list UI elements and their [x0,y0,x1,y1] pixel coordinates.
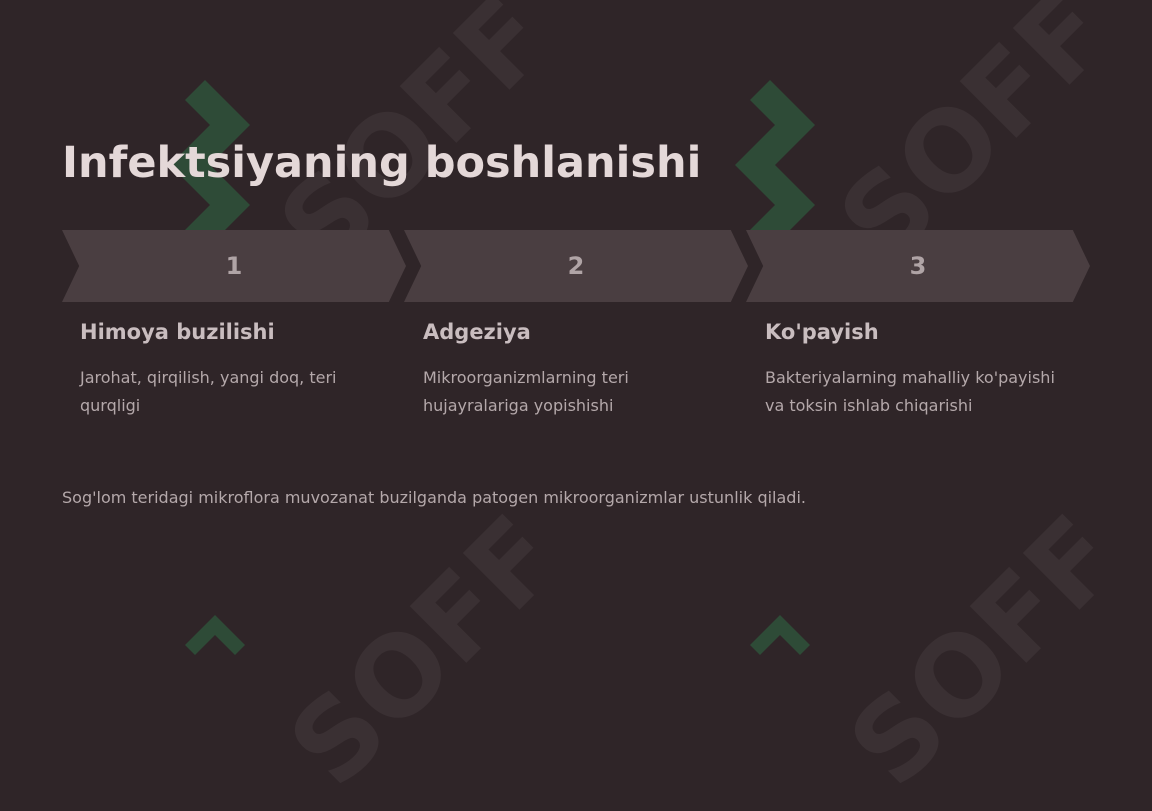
step-number: 1 [225,252,243,280]
slide-title: Infektsiyaning boshlanishi [62,138,702,188]
watermark-logo-icon [185,615,245,655]
step-description: Mikroorganizmlarning teri hujayralariga … [423,368,629,415]
step-chevron [746,230,1090,302]
step-description: Jarohat, qirqilish, yangi doq, teri qurq… [80,368,337,415]
watermark-text: SOFF [265,491,584,811]
watermark-text: SOFF [825,491,1144,811]
step-description: Bakteriyalarning mahalliy ko'payishi va … [765,368,1055,415]
step-chevron [62,230,406,302]
step-number: 2 [567,252,585,280]
step-number: 3 [909,252,927,280]
watermark-logo-icon [750,615,810,655]
step-heading: Himoya buzilishi [80,320,275,344]
step-chevron [404,230,748,302]
step-heading: Adgeziya [423,320,531,344]
step-heading: Ko'payish [765,320,879,344]
footer-note: Sog'lom teridagi mikroflora muvozanat bu… [62,488,806,507]
